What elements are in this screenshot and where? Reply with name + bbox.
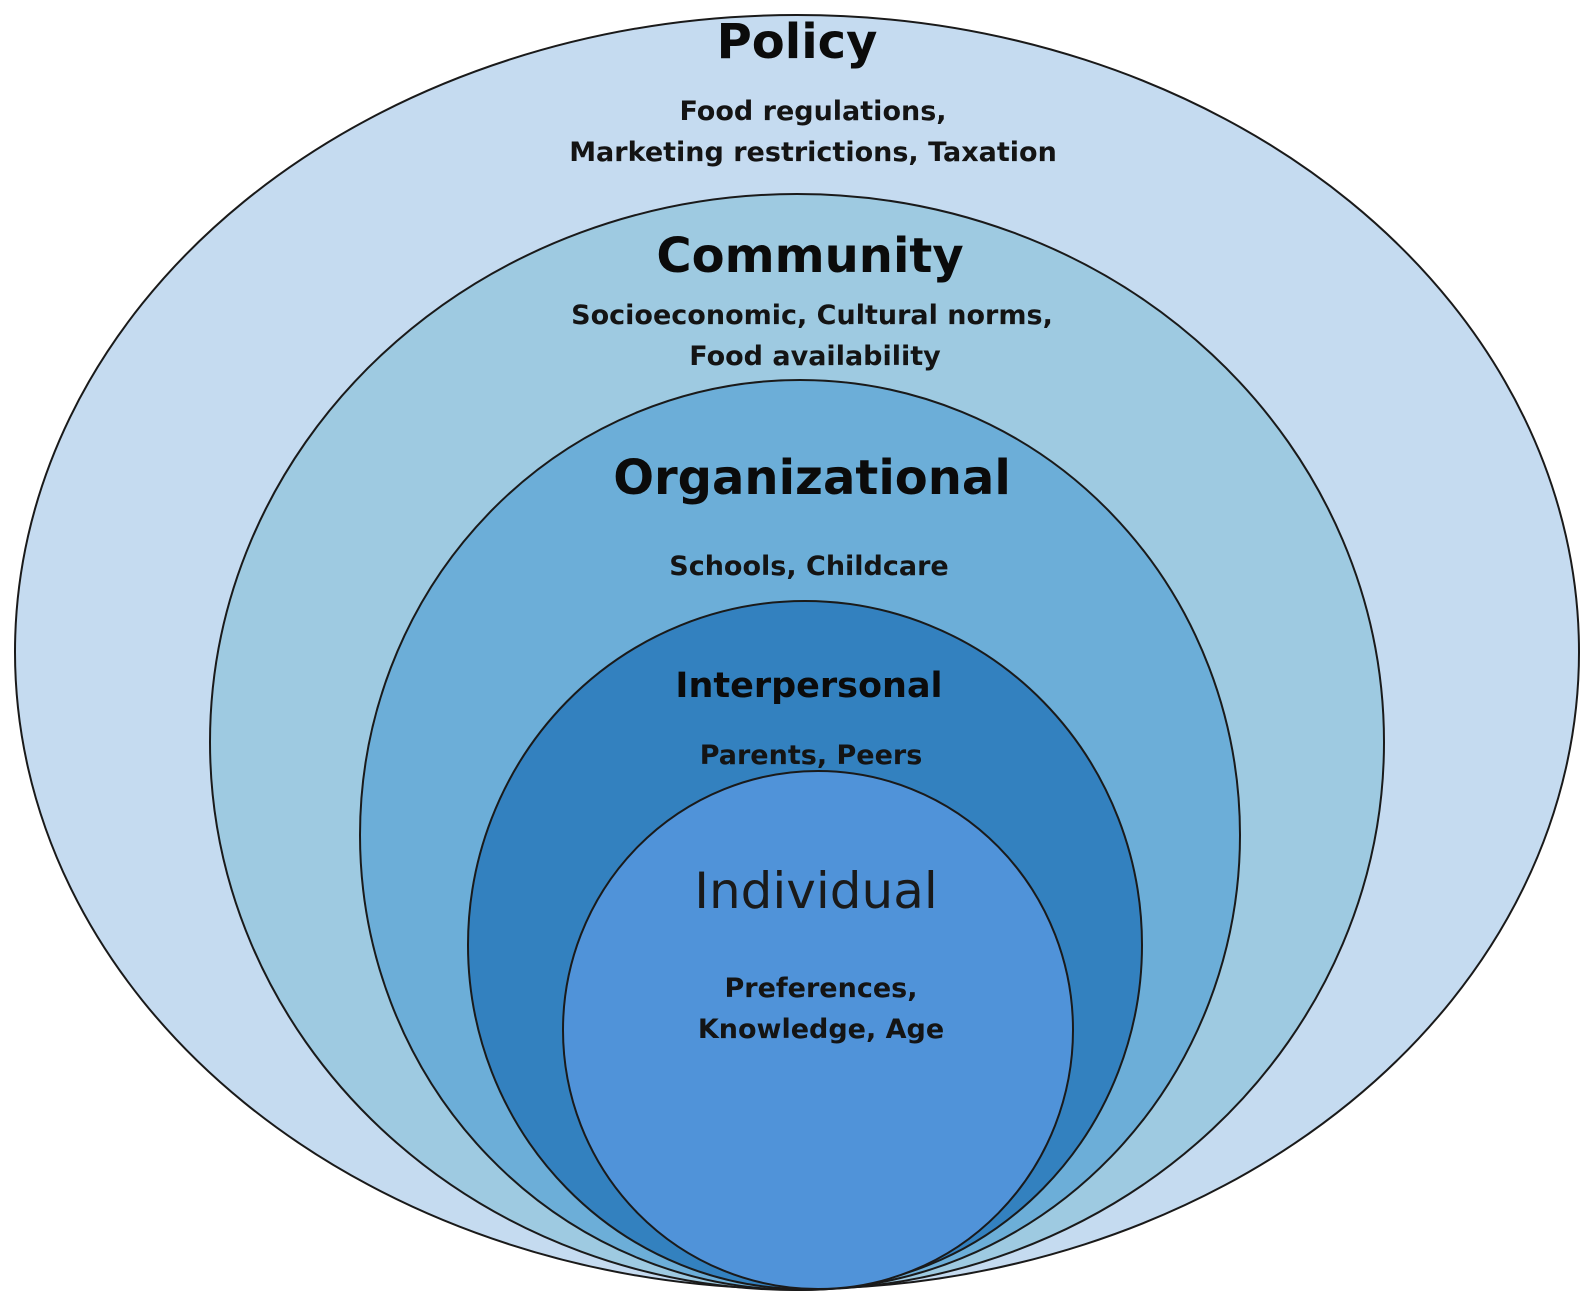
community-description-line-2: Food availability [689, 341, 941, 372]
individual-description-line-2: Knowledge, Age [698, 1014, 944, 1045]
community-title: Community [656, 228, 963, 284]
policy-description-line-2: Marketing restrictions, Taxation [569, 137, 1057, 168]
interpersonal-title: Interpersonal [675, 666, 942, 706]
organizational-description: Schools, Childcare [669, 551, 948, 582]
organizational-title: Organizational [613, 450, 1011, 506]
community-description-line-1: Socioeconomic, Cultural norms, [571, 300, 1053, 331]
individual-description-line-1: Preferences, [725, 973, 918, 1004]
policy-title: Policy [717, 14, 878, 70]
individual-title: Individual [694, 862, 938, 920]
individual-ring [562, 770, 1074, 1290]
interpersonal-description: Parents, Peers [700, 740, 923, 771]
policy-description-line-1: Food regulations, [679, 96, 946, 127]
